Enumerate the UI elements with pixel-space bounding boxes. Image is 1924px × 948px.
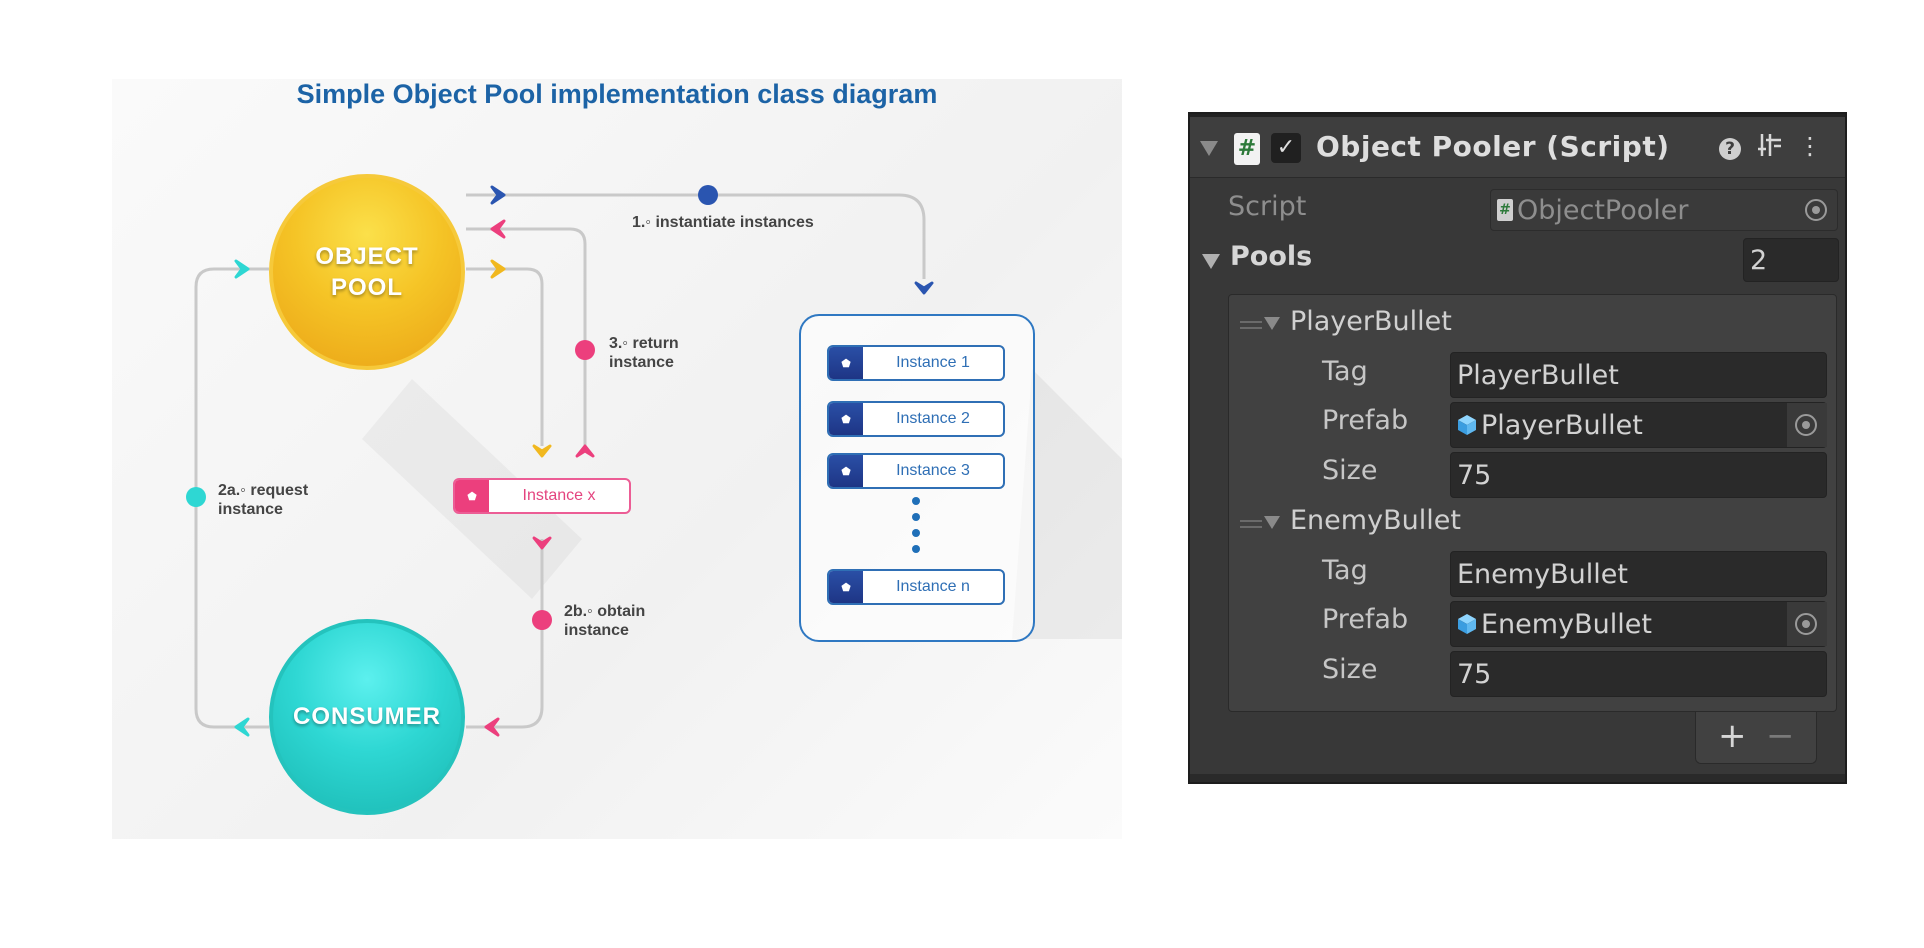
object-pool-node: OBJECT POOL <box>269 174 465 370</box>
instance-x-label: Instance x <box>522 487 596 504</box>
object-pool-label-line1: OBJECT <box>315 243 419 270</box>
prefab-cube-icon <box>1458 415 1476 435</box>
object-pool-label-line2: POOL <box>330 274 403 301</box>
element-expand-triangle-icon[interactable] <box>1264 516 1280 529</box>
step-dot <box>532 610 552 630</box>
prefab-field[interactable]: EnemyBullet <box>1450 601 1827 647</box>
pools-label: Pools <box>1230 241 1313 272</box>
size-field[interactable]: 75 <box>1450 651 1827 697</box>
tag-label: Tag <box>1322 555 1368 586</box>
element-expand-triangle-icon[interactable] <box>1264 317 1280 330</box>
prefab-label: Prefab <box>1322 604 1409 635</box>
step-3-label: 3.◦ return instance <box>609 334 679 372</box>
chevron-right-icon <box>490 185 506 205</box>
chevron-left-icon <box>490 219 506 239</box>
step-2a-line2: instance <box>218 501 283 518</box>
chevron-right-icon <box>490 259 506 279</box>
chevron-down-icon <box>532 444 552 458</box>
object-picker-icon[interactable] <box>1795 414 1817 436</box>
chevron-down-icon <box>914 281 934 295</box>
step-2a-label: 2a.◦ request instance <box>218 481 308 519</box>
prefab-value: PlayerBullet <box>1481 409 1643 441</box>
component-title: Object Pooler (Script) <box>1316 130 1670 163</box>
panel-bottom-border <box>1190 774 1845 782</box>
enabled-checkbox[interactable]: ✓ <box>1271 133 1301 163</box>
help-icon[interactable]: ? <box>1716 131 1744 161</box>
pentagon-icon: ⬟ <box>829 347 863 379</box>
instance-box: ⬟ Instance n <box>827 569 1005 605</box>
pentagon-icon: ⬟ <box>829 571 863 603</box>
drag-handle-icon[interactable] <box>1240 520 1262 528</box>
script-file-icon: # <box>1497 199 1513 221</box>
step-2b-line1: 2b.◦ obtain <box>564 603 646 620</box>
prefab-value: EnemyBullet <box>1481 608 1652 640</box>
line-instantiate <box>466 193 926 279</box>
step-2b-line2: instance <box>564 622 629 639</box>
prefab-label: Prefab <box>1322 405 1409 436</box>
kebab-menu-icon[interactable]: ⋮ <box>1798 132 1822 160</box>
instance-label: Instance 2 <box>896 410 970 427</box>
script-icon: # <box>1234 133 1260 165</box>
instance-box: ⬟ Instance 1 <box>827 345 1005 381</box>
line-pool-down <box>466 267 544 446</box>
add-element-button[interactable]: + <box>1718 716 1747 756</box>
prefab-cube-icon <box>1458 614 1476 634</box>
object-picker-icon[interactable] <box>1805 199 1827 221</box>
inspector-panel: # ✓ Object Pooler (Script) ? ⋮ Script # … <box>1188 112 1847 784</box>
script-field[interactable]: # ObjectPooler <box>1490 189 1838 231</box>
pool-element-name: PlayerBullet <box>1290 306 1452 337</box>
consumer-node: CONSUMER <box>269 619 465 815</box>
chevron-left-icon <box>484 717 500 737</box>
pools-size-field[interactable]: 2 <box>1743 238 1839 282</box>
pentagon-icon: ⬟ <box>455 480 489 512</box>
ellipsis-dots <box>912 497 922 561</box>
object-picker-icon[interactable] <box>1795 613 1817 635</box>
instance-label: Instance 3 <box>896 462 970 479</box>
chevron-down-icon <box>532 536 552 550</box>
step-dot <box>186 487 206 507</box>
step-2a-line1: 2a.◦ request <box>218 482 309 499</box>
step-dot <box>698 185 718 205</box>
step-3-line1: 3.◦ return <box>609 335 679 352</box>
list-footer: + − <box>1695 712 1817 764</box>
collapse-triangle-icon[interactable] <box>1200 141 1218 156</box>
pentagon-icon: ⬟ <box>829 455 863 487</box>
diagram-title: Simple Object Pool implementation class … <box>296 79 938 109</box>
line-obtain <box>466 539 544 729</box>
size-field[interactable]: 75 <box>1450 452 1827 498</box>
class-diagram: Simple Object Pool implementation class … <box>112 79 1122 839</box>
size-label: Size <box>1322 455 1378 486</box>
step-1-label: 1.◦ instantiate instances <box>632 214 814 231</box>
tag-label: Tag <box>1322 356 1368 387</box>
chevron-up-icon <box>575 444 595 458</box>
instance-box: ⬟ Instance 3 <box>827 453 1005 489</box>
container-shadow <box>1012 369 1122 639</box>
size-label: Size <box>1322 654 1378 685</box>
step-dot <box>575 340 595 360</box>
script-value: ObjectPooler <box>1517 194 1689 226</box>
line-return <box>466 227 587 446</box>
presets-icon[interactable] <box>1756 131 1784 161</box>
instance-label: Instance 1 <box>896 354 970 371</box>
instance-box: ⬟ Instance 2 <box>827 401 1005 437</box>
instance-x-box: ⬟ Instance x <box>453 478 631 514</box>
consumer-label: CONSUMER <box>292 703 441 730</box>
step-3-line2: instance <box>609 354 674 371</box>
instance-label: Instance n <box>896 578 970 595</box>
tag-field[interactable]: EnemyBullet <box>1450 551 1827 597</box>
pool-element-name: EnemyBullet <box>1290 505 1461 536</box>
script-label: Script <box>1228 191 1307 222</box>
component-header[interactable]: # ✓ Object Pooler (Script) ? ⋮ <box>1190 114 1845 178</box>
chevron-left-icon <box>234 717 250 737</box>
drag-handle-icon[interactable] <box>1240 321 1262 329</box>
prefab-field[interactable]: PlayerBullet <box>1450 402 1827 448</box>
remove-element-button[interactable]: − <box>1766 716 1795 756</box>
step-2b-label: 2b.◦ obtain instance <box>564 602 645 640</box>
tag-field[interactable]: PlayerBullet <box>1450 352 1827 398</box>
pentagon-icon: ⬟ <box>829 403 863 435</box>
chevron-right-icon <box>234 259 250 279</box>
pools-expand-triangle-icon[interactable] <box>1202 254 1220 269</box>
